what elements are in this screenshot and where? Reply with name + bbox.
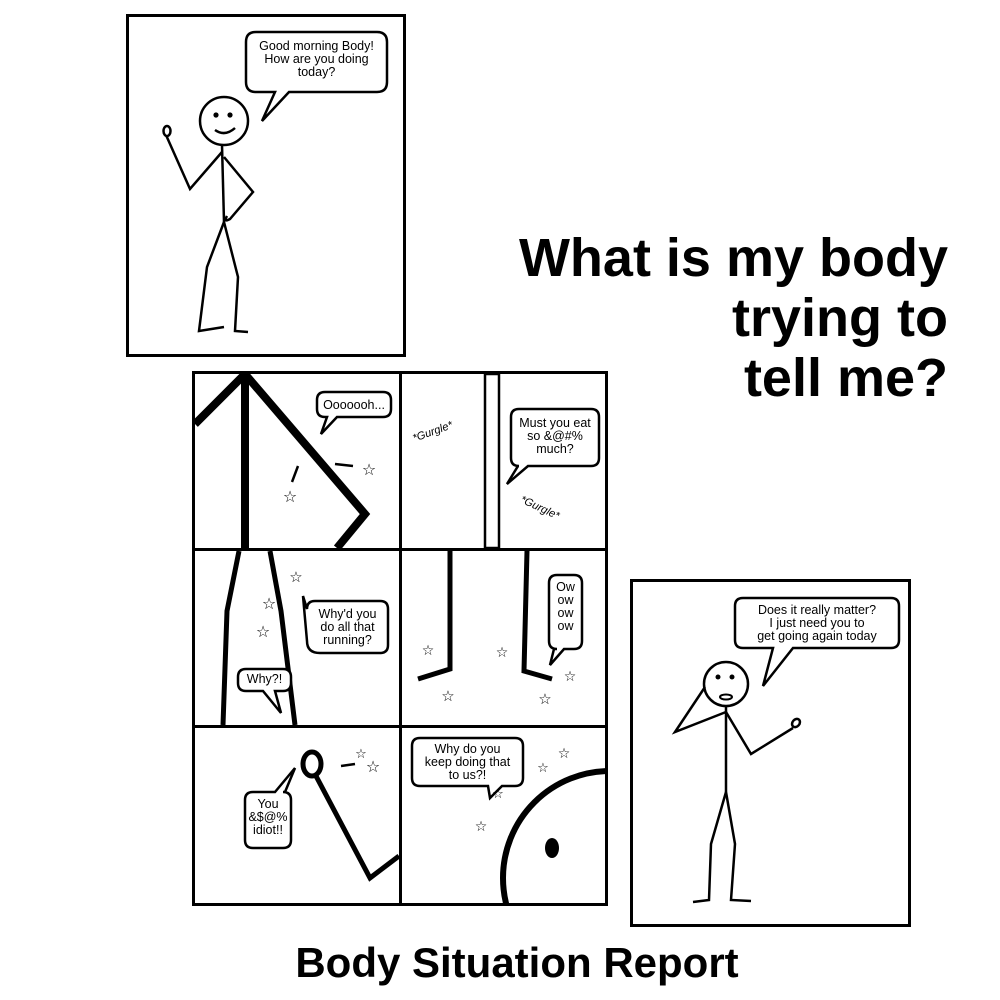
comic-panel-head: ☆ ☆ ☆ ☆ Why do you keep doing that to us… [399, 725, 608, 906]
svg-text:☆: ☆ [475, 818, 488, 834]
speech-text: Good morning Body! How are you doing tod… [259, 39, 374, 79]
speech-bubble [410, 736, 525, 801]
svg-text:☆: ☆ [537, 760, 549, 775]
svg-text:☆: ☆ [564, 668, 577, 684]
speech-text-small: Why?! [246, 672, 283, 686]
svg-text:☆: ☆ [362, 462, 376, 479]
legs-closeup: ☆ ☆ ☆ [220, 551, 390, 725]
speech-text: Does it really matter? I just need you t… [757, 603, 877, 643]
svg-text:☆: ☆ [366, 759, 380, 776]
head-closeup: ☆ ☆ ☆ ☆ [410, 736, 605, 903]
page-caption: Body Situation Report [295, 939, 739, 986]
svg-text:☆: ☆ [355, 746, 367, 761]
speech-text: Why'd you do all that running? [318, 607, 377, 647]
speech-bubble [244, 30, 389, 122]
stick-figure-waving [162, 30, 389, 334]
feet-closeup: ☆ ☆ ☆ ☆ ☆ [417, 551, 584, 708]
svg-text:☆: ☆ [441, 688, 454, 705]
speech-bubble [733, 596, 901, 687]
svg-text:☆: ☆ [262, 596, 276, 613]
svg-text:☆: ☆ [289, 569, 302, 586]
comic-panel-legs: ☆ ☆ ☆ Why'd you do all that running? Why… [192, 548, 402, 728]
svg-text:☆: ☆ [283, 489, 297, 506]
torso-closeup [483, 374, 601, 548]
neck-closeup: ☆ ☆ [195, 374, 393, 548]
comic-panel-morning: Good morning Body! How are you doing tod… [126, 14, 406, 357]
speech-bubble [315, 390, 393, 435]
speech-bubble [243, 767, 297, 850]
stick-figure-thinking [671, 596, 901, 904]
page-headline: What is my body trying to tell me? [518, 228, 948, 408]
speech-bubble [505, 407, 601, 485]
speech-bubble [301, 595, 390, 655]
comic-panel-neck: ☆ ☆ Ooooooh... [192, 371, 402, 551]
svg-text:☆: ☆ [496, 644, 509, 660]
svg-text:☆: ☆ [256, 624, 270, 641]
svg-text:☆: ☆ [422, 642, 435, 658]
speech-text: Must you eat so &@#% much? [519, 416, 591, 456]
comic-panel-feet: ☆ ☆ ☆ ☆ ☆ Ow ow ow ow [399, 548, 608, 728]
speech-text: Ooooooh... [323, 398, 385, 412]
svg-text:☆: ☆ [492, 786, 504, 801]
svg-text:☆: ☆ [558, 745, 571, 761]
comic-panel-reply: Does it really matter? I just need you t… [630, 579, 911, 927]
speech-bubble [547, 573, 584, 666]
hand-closeup: ☆ ☆ [243, 746, 399, 882]
speech-text: Why do you keep doing that to us?! [424, 742, 511, 782]
svg-text:☆: ☆ [538, 691, 551, 708]
comic-panel-stomach: *Gurgle* *Gurgle* Must you eat so &@#% m… [399, 371, 608, 551]
speech-bubble-small [236, 667, 293, 714]
speech-text: You &$@% idiot!! [248, 797, 288, 837]
comic-panel-hand: ☆ ☆ You &$@% idiot!! [192, 725, 402, 906]
speech-text: Ow ow ow ow [556, 580, 575, 633]
